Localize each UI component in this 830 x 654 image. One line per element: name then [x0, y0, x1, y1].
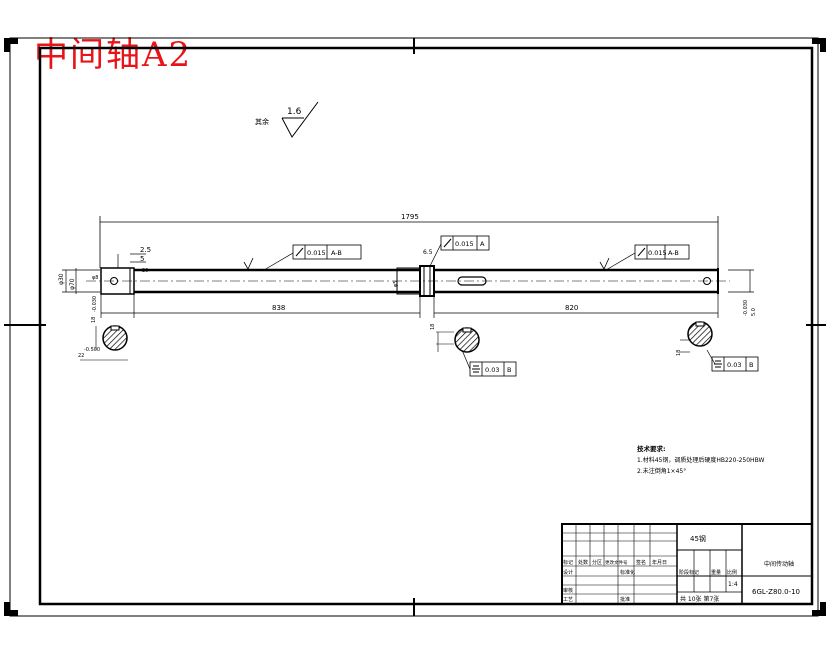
left-end-dimensions: [62, 253, 754, 318]
svg-text:1.6: 1.6: [287, 107, 302, 117]
svg-text:标记: 标记: [563, 559, 573, 566]
tech-req-line2: 2.未注倒角1×45°: [637, 467, 686, 475]
runout-frame-left: 0.015 A-B: [292, 244, 362, 260]
title-block-text: 标记 处数 分区 更改文件号 签名 年月日 设计 标准化 审核 工艺 批准 45…: [563, 534, 800, 603]
svg-text:分区: 分区: [592, 559, 602, 566]
svg-text:中间传动轴: 中间传动轴: [764, 560, 794, 568]
section-left: [80, 325, 128, 361]
svg-text:1:4: 1:4: [728, 581, 738, 588]
overall-length-dimension: [99, 216, 719, 268]
left-hole-label: φ8: [92, 275, 98, 281]
svg-text:0.015: 0.015: [307, 249, 326, 257]
roughness-marks: [243, 257, 610, 270]
left-small-a: 20: [142, 268, 148, 274]
symmetry-frame-right: 0.03 B: [711, 356, 759, 372]
section-right: [680, 321, 713, 353]
svg-text:B: B: [749, 361, 753, 369]
section-mid: [436, 327, 480, 353]
svg-text:比例: 比例: [727, 569, 737, 576]
svg-text:重量: 重量: [711, 569, 721, 576]
svg-text:审核: 审核: [563, 587, 573, 594]
svg-text:更改文件号: 更改文件号: [605, 559, 628, 566]
section-right-depth: 18: [676, 350, 682, 356]
overall-length-label: 1795: [401, 213, 419, 221]
svg-text:批准: 批准: [620, 596, 630, 603]
svg-text:年月日: 年月日: [652, 559, 667, 566]
tech-req-title: 技术要求:: [637, 444, 666, 453]
right-span-label: 820: [565, 304, 578, 312]
svg-text:设计: 设计: [563, 569, 573, 576]
drawing-title-watermark: 中间轴A2: [34, 35, 193, 75]
svg-text:其余: 其余: [255, 117, 269, 126]
svg-text:工艺: 工艺: [563, 597, 573, 603]
left-span-label: 838: [272, 304, 285, 312]
svg-text:A-B: A-B: [668, 249, 679, 257]
right-tol-label: -0.030: [743, 300, 749, 316]
left-diameter-b: φ70: [69, 278, 76, 290]
runout-frame-center: 0.015 A: [440, 235, 490, 251]
left-tol-label: -0.030: [92, 296, 98, 312]
section-left-w: 22: [78, 353, 84, 359]
left-step-label: 2.5: [140, 246, 151, 254]
corner-marks: [4, 38, 826, 616]
svg-text:0.015: 0.015: [455, 240, 474, 248]
svg-text:A-B: A-B: [331, 249, 342, 257]
tech-req-line1: 1.材料45钢，调质处理后硬度HB220-250HBW: [637, 456, 764, 464]
svg-text:处数: 处数: [578, 559, 588, 566]
svg-text:0.015: 0.015: [648, 249, 667, 257]
svg-text:A: A: [480, 240, 485, 248]
tolerance-leaders: [263, 243, 716, 370]
left-step2-label: 5: [140, 255, 144, 263]
svg-text:0.03: 0.03: [485, 366, 499, 374]
centering-marks: [4, 38, 826, 616]
title-block: [561, 523, 813, 605]
section-left-depth: 18: [91, 317, 97, 323]
svg-text:阶段标记: 阶段标记: [679, 569, 699, 576]
svg-text:0.03: 0.03: [727, 361, 741, 369]
svg-text:共 10张 第7张: 共 10张 第7张: [680, 595, 719, 603]
left-diameter-a: φ30: [58, 273, 65, 285]
symmetry-frame-mid: 0.03 B: [469, 361, 517, 377]
runout-frame-right: 0.015 A-B: [634, 244, 690, 260]
section-left-tol: -0.500: [84, 347, 100, 353]
surface-finish-symbol: 其余 1.6: [255, 101, 319, 138]
section-mid-depth: 18: [430, 324, 436, 330]
svg-text:B: B: [507, 366, 511, 374]
shaft-body: [86, 265, 730, 297]
svg-text:签名: 签名: [636, 559, 646, 566]
center-gap-label: 6.5: [423, 249, 433, 256]
right-tol2-label: 5.0: [751, 308, 757, 316]
svg-text:45钢: 45钢: [690, 534, 706, 543]
svg-text:标准化: 标准化: [620, 569, 635, 576]
center-dia-label: φ5: [393, 281, 399, 287]
svg-text:6GL-Z80.0-10: 6GL-Z80.0-10: [752, 588, 800, 596]
